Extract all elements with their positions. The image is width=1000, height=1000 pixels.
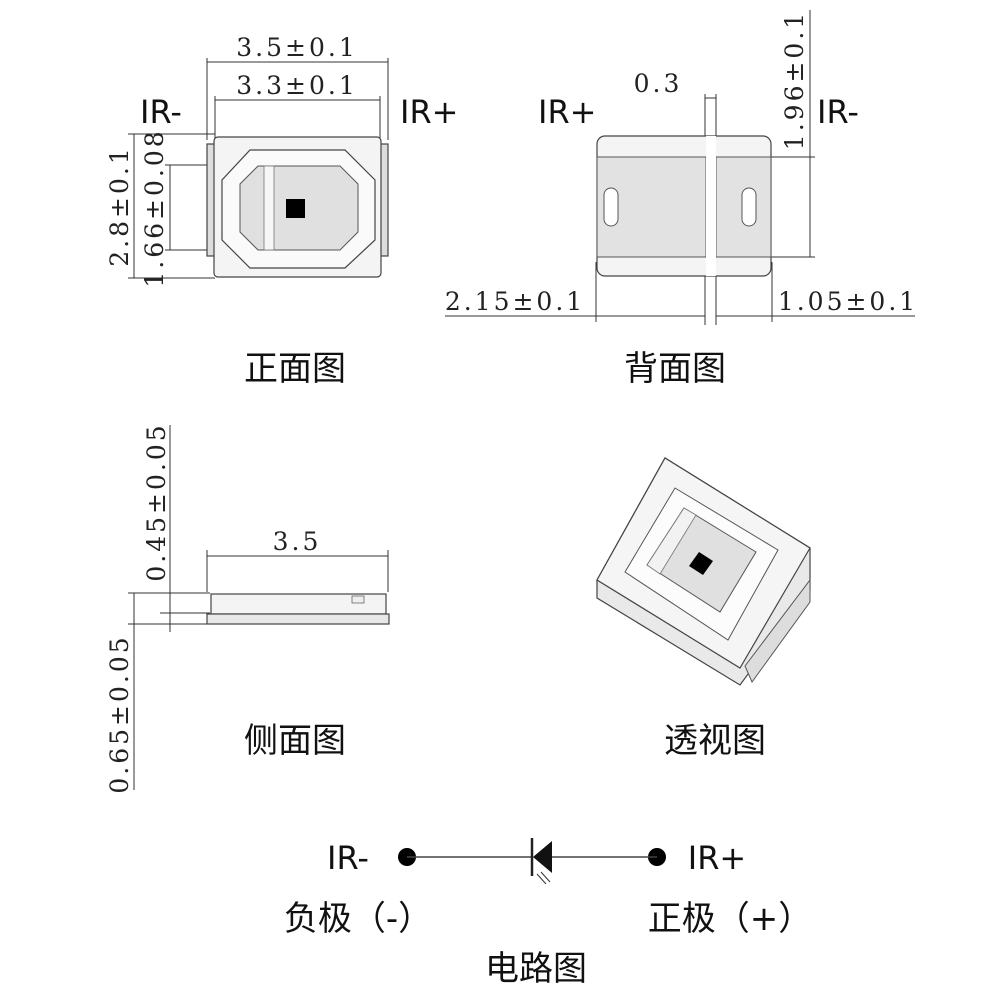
side-view: 3.5 0.45±0.05 0.65±0.05 侧面图 bbox=[105, 422, 390, 794]
perspective-view: 透视图 bbox=[596, 457, 811, 761]
side-dim-total: 0.65±0.05 bbox=[105, 634, 134, 793]
front-dim-width-outer: 3.5±0.1 bbox=[236, 33, 357, 62]
front-dim-height-outer: 2.8±0.1 bbox=[105, 145, 134, 266]
side-dim-top: 0.45±0.05 bbox=[142, 422, 171, 581]
circuit-title: 电路图 bbox=[485, 949, 587, 989]
front-pin-left: IR- bbox=[140, 93, 182, 131]
front-view: 3.5±0.1 3.3±0.1 2.8±0.1 1.66±0.08 IR- IR… bbox=[105, 33, 458, 389]
circuit-pin-right: IR+ bbox=[688, 839, 746, 877]
front-pin-right: IR+ bbox=[400, 93, 458, 131]
perspective-die-chip bbox=[689, 552, 713, 575]
side-caption: 侧面图 bbox=[244, 721, 346, 761]
back-dim-height: 1.96±0.1 bbox=[780, 10, 809, 150]
front-dim-height-inner: 1.66±0.08 bbox=[140, 128, 169, 287]
back-dim-left: 2.15±0.1 bbox=[445, 287, 585, 316]
circuit-pin-left: IR- bbox=[327, 839, 369, 877]
diode-symbol-icon bbox=[533, 841, 552, 873]
perspective-caption: 透视图 bbox=[664, 721, 766, 761]
side-dim-width: 3.5 bbox=[273, 527, 322, 556]
back-pin-right: IR- bbox=[817, 93, 859, 131]
circuit-diagram: IR- IR+ 负极（-） 正极（+） 电路图 bbox=[284, 838, 812, 989]
circuit-label-positive: 正极（+） bbox=[648, 899, 813, 939]
circuit-label-negative: 负极（-） bbox=[284, 899, 432, 939]
front-die-chip bbox=[286, 199, 305, 218]
front-caption: 正面图 bbox=[244, 349, 346, 389]
back-pin-left: IR+ bbox=[538, 93, 596, 131]
back-caption: 背面图 bbox=[624, 349, 726, 389]
back-view: 0.3 1.96±0.1 2.15±0.1 1.05±0.1 IR+ IR- 背… bbox=[445, 10, 918, 389]
back-dim-gap: 0.3 bbox=[634, 69, 683, 98]
back-dim-right: 1.05±0.1 bbox=[778, 287, 918, 316]
front-dim-width-inner: 3.3±0.1 bbox=[236, 71, 357, 100]
